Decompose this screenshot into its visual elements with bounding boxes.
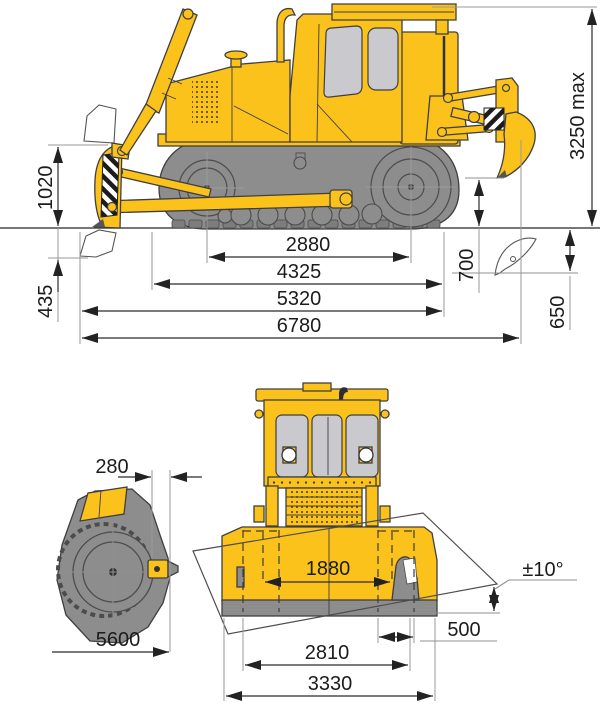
front-window-left [275, 414, 309, 478]
dim-1880-label: 1880 [306, 558, 351, 580]
dim-5600-label: 5600 [96, 629, 141, 651]
ripper [425, 77, 536, 179]
dim-1020-label: 1020 [35, 166, 57, 211]
dim-6780-label: 6780 [277, 315, 322, 337]
ripper-lowered-ghost-outline [494, 237, 537, 276]
dim-2880-label: 2880 [286, 234, 331, 256]
front-view-dimensions: 1880 2810 3330 500 ±10° [223, 558, 577, 701]
headlight-right [358, 447, 374, 463]
grille-post-right [365, 485, 379, 527]
dim-5320-label: 5320 [277, 288, 322, 310]
front-exhaust [339, 387, 348, 402]
dim-280-label: 280 [95, 456, 128, 478]
grille-post-left [265, 485, 279, 527]
dim-500-label: 500 [447, 619, 480, 641]
side-view: 2880 4325 5320 6780 3250 max 1020 435 70… [0, 3, 600, 344]
carrier-roller [293, 152, 307, 170]
ripper-tooth-tip [497, 170, 507, 178]
dim-tilt-label: ±10° [522, 559, 563, 581]
blade-cutting-tip [92, 219, 105, 227]
front-window-center [311, 414, 343, 478]
dim-3250-label: 3250 max [567, 72, 589, 160]
step-right [379, 505, 391, 523]
ripper-hazard-block [483, 107, 505, 131]
dim-650-label: 650 [547, 296, 569, 329]
step-left [253, 505, 265, 523]
track-glimpse-notch [402, 557, 418, 585]
front-cab [253, 382, 391, 527]
canopy-box [302, 382, 332, 392]
ripper-frame-hole [501, 83, 511, 93]
blade-lower-pivot [106, 201, 118, 213]
blade-side [92, 142, 131, 229]
winch-cover [79, 486, 128, 522]
dim-2810-label: 2810 [305, 642, 350, 664]
blade-tilted-ghost [192, 512, 499, 635]
dim-4325-label: 4325 [277, 261, 322, 283]
cutting-edge [221, 599, 438, 617]
ripper-shank [495, 111, 536, 179]
body [157, 3, 461, 147]
dim-435-label: 435 [35, 285, 57, 318]
hood-louvres [192, 80, 218, 124]
cab-rear-window [367, 27, 399, 91]
rops-canopy [331, 3, 457, 35]
blade-raised-ghost-outline [83, 104, 117, 144]
cylinder-top-pivot [182, 8, 194, 20]
blade-lowered-ghost-outline [79, 229, 117, 258]
dim-700-label: 700 [456, 249, 478, 282]
winch-dimensions: 280 5600 [52, 456, 202, 657]
blade-lift-cylinder [119, 8, 198, 156]
ripper-ghost-pivot [510, 256, 516, 262]
side-view-dimensions: 2880 4325 5320 6780 3250 max 1020 435 70… [35, 6, 597, 344]
breather-cap [224, 50, 248, 68]
dim-3330-label: 3330 [308, 673, 353, 695]
headlight-left [281, 447, 297, 463]
winch-detail-view: 280 5600 [52, 456, 202, 657]
front-window-right [345, 414, 379, 478]
cab-front-window [323, 25, 363, 98]
engine-hood [165, 59, 291, 143]
exhaust-stack [276, 7, 297, 63]
front-view: 1880 2810 3330 500 ±10° [192, 382, 577, 701]
